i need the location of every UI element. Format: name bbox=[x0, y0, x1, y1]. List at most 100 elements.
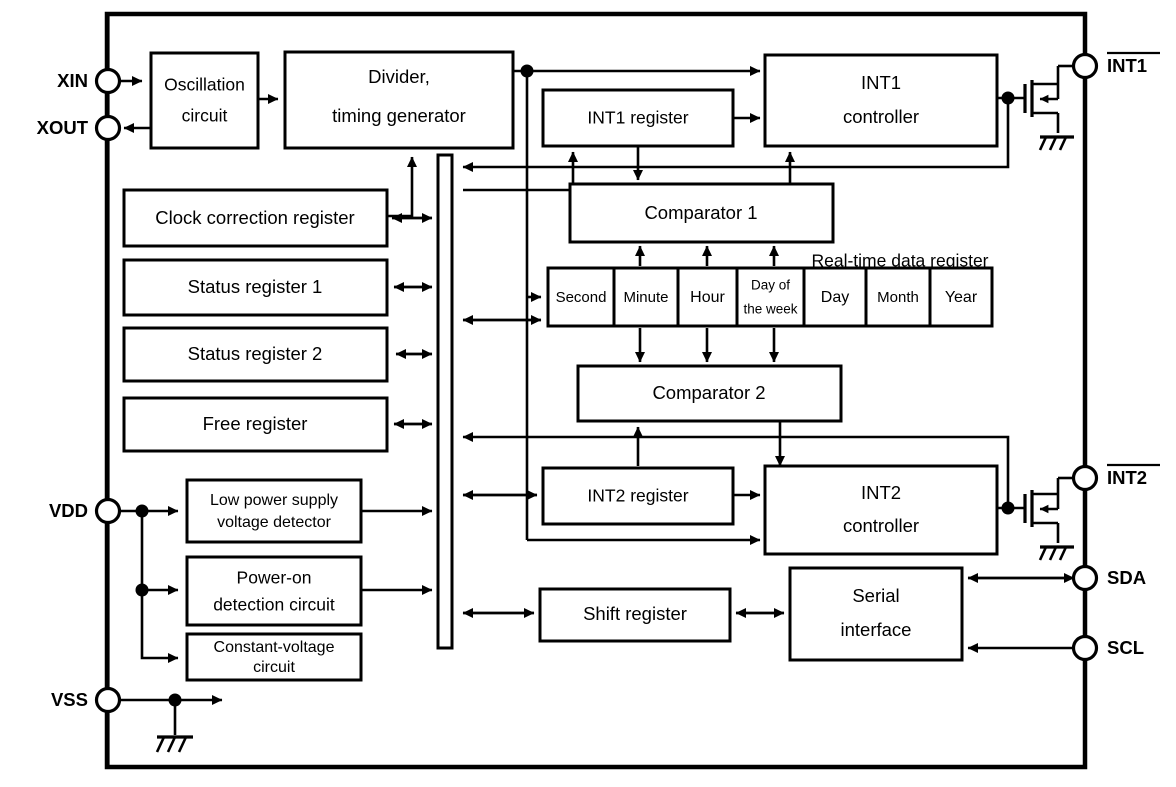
int2-controller-box[interactable] bbox=[763, 464, 999, 556]
divider-label-line1: Divider, bbox=[368, 66, 430, 87]
pin-vss-terminal[interactable] bbox=[94, 686, 122, 714]
block-constant-voltage-circuit[interactable]: Constant-voltage circuit bbox=[185, 632, 363, 682]
rtc-cell-day-of-the-week[interactable]: Day of the week bbox=[735, 266, 806, 328]
int1-controller-label-line2: controller bbox=[843, 106, 919, 127]
rtc-cell-second-label: Second bbox=[556, 289, 607, 306]
block-comparator-2[interactable]: Comparator 2 bbox=[576, 364, 843, 423]
pin-sda[interactable]: SDA bbox=[1071, 564, 1147, 592]
block-shift-register[interactable]: Shift register bbox=[538, 587, 732, 643]
status-register-1-box[interactable] bbox=[122, 258, 389, 317]
serial-interface-label-line2: interface bbox=[841, 619, 912, 640]
pin-vdd-label: VDD bbox=[49, 500, 88, 521]
shift-register-box[interactable] bbox=[538, 587, 732, 643]
pin-xin[interactable]: XIN bbox=[57, 67, 143, 95]
divider-box[interactable] bbox=[283, 50, 515, 150]
rtc-cell-second[interactable]: Second bbox=[546, 266, 616, 328]
int2-controller-label-line1: INT2 bbox=[861, 482, 901, 503]
pin-int1-label: INT1 bbox=[1107, 55, 1147, 76]
rtc-cell-year[interactable]: Year bbox=[928, 266, 994, 328]
block-comparator-1[interactable]: Comparator 1 bbox=[568, 182, 835, 244]
pin-int1-terminal[interactable] bbox=[1071, 52, 1099, 80]
block-status-register-2[interactable]: Status register 2 bbox=[122, 326, 389, 383]
gnd-int1-h1 bbox=[1038, 136, 1048, 151]
pin-xin-terminal[interactable] bbox=[94, 67, 122, 95]
gnd-int2-h3 bbox=[1058, 546, 1068, 561]
block-int2-register[interactable]: INT2 register bbox=[541, 466, 735, 526]
gnd-int1-h3 bbox=[1058, 136, 1068, 151]
realtime-data-register-caption: Real-time data register bbox=[811, 251, 988, 271]
pin-vss[interactable]: VSS bbox=[51, 686, 122, 714]
int2-register-label: INT2 register bbox=[587, 486, 688, 506]
serial-interface-label-line1: Serial bbox=[852, 585, 899, 606]
pin-scl-terminal[interactable] bbox=[1071, 634, 1099, 662]
pin-scl[interactable]: SCL bbox=[1071, 634, 1145, 662]
pin-int1[interactable]: INT1 bbox=[1071, 51, 1161, 80]
block-status-register-1[interactable]: Status register 1 bbox=[122, 258, 389, 317]
block-divider-timing-generator[interactable]: Divider, timing generator bbox=[283, 50, 515, 150]
pin-xout-terminal[interactable] bbox=[94, 114, 122, 142]
oscillation-circuit-label-line2: circuit bbox=[182, 106, 228, 126]
low-power-detector-box[interactable] bbox=[185, 478, 363, 544]
comparator-2-box[interactable] bbox=[576, 364, 843, 423]
wire-vdd-to-constvolt bbox=[140, 590, 179, 664]
pin-xout-label: XOUT bbox=[37, 117, 89, 138]
rtc-cell-hour-label: Hour bbox=[690, 289, 725, 306]
constant-voltage-box[interactable] bbox=[185, 632, 363, 682]
int1-controller-box[interactable] bbox=[763, 53, 999, 148]
gnd-vss-h3 bbox=[177, 736, 188, 753]
gnd-vss-h1 bbox=[155, 736, 166, 753]
rtc-cell-month-label: Month bbox=[877, 289, 919, 306]
pin-scl-label: SCL bbox=[1107, 637, 1144, 658]
block-serial-interface[interactable]: Serial interface bbox=[788, 566, 964, 662]
block-free-register[interactable]: Free register bbox=[122, 396, 389, 453]
wire-clockcorr-to-divider bbox=[387, 156, 418, 218]
power-on-detection-label-line1: Power-on bbox=[237, 568, 312, 588]
block-power-on-detection-circuit[interactable]: Power-on detection circuit bbox=[185, 555, 363, 627]
rtc-cell-year-label: Year bbox=[945, 289, 978, 306]
rtc-cell-hour[interactable]: Hour bbox=[676, 266, 739, 328]
shift-register-label: Shift register bbox=[583, 603, 687, 624]
rtc-cell-minute[interactable]: Minute bbox=[612, 266, 680, 328]
block-low-power-supply-voltage-detector[interactable]: Low power supply voltage detector bbox=[185, 478, 363, 544]
constant-voltage-label-line1: Constant-voltage bbox=[214, 639, 335, 656]
free-register-label: Free register bbox=[203, 413, 308, 434]
clock-correction-register-box[interactable] bbox=[122, 188, 389, 248]
rtc-cell-hour-box[interactable] bbox=[676, 266, 739, 328]
block-int1-register[interactable]: INT1 register bbox=[541, 88, 735, 148]
serial-interface-box[interactable] bbox=[788, 566, 964, 662]
free-register-box[interactable] bbox=[122, 396, 389, 453]
block-int1-controller[interactable]: INT1 controller bbox=[763, 53, 999, 148]
rtc-cell-day-of-the-week-box[interactable] bbox=[735, 266, 806, 328]
rtc-cell-day[interactable]: Day bbox=[802, 266, 868, 328]
rtc-cell-dow-label-line1: Day of bbox=[751, 278, 790, 293]
rtc-cell-day-label: Day bbox=[821, 289, 849, 306]
oscillation-circuit-box[interactable] bbox=[149, 51, 260, 150]
rtc-cell-year-box[interactable] bbox=[928, 266, 994, 328]
int2-controller-label-line2: controller bbox=[843, 515, 919, 536]
pin-int2[interactable]: INT2 bbox=[1071, 463, 1161, 492]
wire-int2ctrl-feedback-to-bus bbox=[462, 431, 1010, 508]
comparator-1-box[interactable] bbox=[568, 182, 835, 244]
ground-symbol-vss bbox=[155, 735, 193, 753]
rtc-cell-minute-box[interactable] bbox=[612, 266, 680, 328]
low-power-detector-label-line2: voltage detector bbox=[217, 514, 332, 531]
pin-xin-label: XIN bbox=[57, 70, 88, 91]
pin-vdd[interactable]: VDD bbox=[49, 497, 122, 525]
pin-xout[interactable]: XOUT bbox=[37, 114, 151, 142]
rtc-cell-month[interactable]: Month bbox=[864, 266, 932, 328]
pin-sda-terminal[interactable] bbox=[1071, 564, 1099, 592]
rtc-cell-second-box[interactable] bbox=[546, 266, 616, 328]
oscillation-circuit-label-line1: Oscillation bbox=[164, 75, 245, 95]
divider-label-line2: timing generator bbox=[332, 105, 466, 126]
block-oscillation-circuit[interactable]: Oscillation circuit bbox=[149, 51, 260, 150]
block-int2-controller[interactable]: INT2 controller bbox=[763, 464, 999, 556]
pin-int2-terminal[interactable] bbox=[1071, 464, 1099, 492]
pin-vdd-terminal[interactable] bbox=[94, 497, 122, 525]
wire-int1ctrl-feedback-to-bus bbox=[462, 98, 1010, 173]
status-register-2-box[interactable] bbox=[122, 326, 389, 383]
power-on-detection-box[interactable] bbox=[185, 555, 363, 627]
rtc-cell-dow-label-line2: the week bbox=[743, 302, 797, 317]
gnd-int2-h2 bbox=[1048, 546, 1058, 561]
block-clock-correction-register[interactable]: Clock correction register bbox=[122, 188, 389, 248]
